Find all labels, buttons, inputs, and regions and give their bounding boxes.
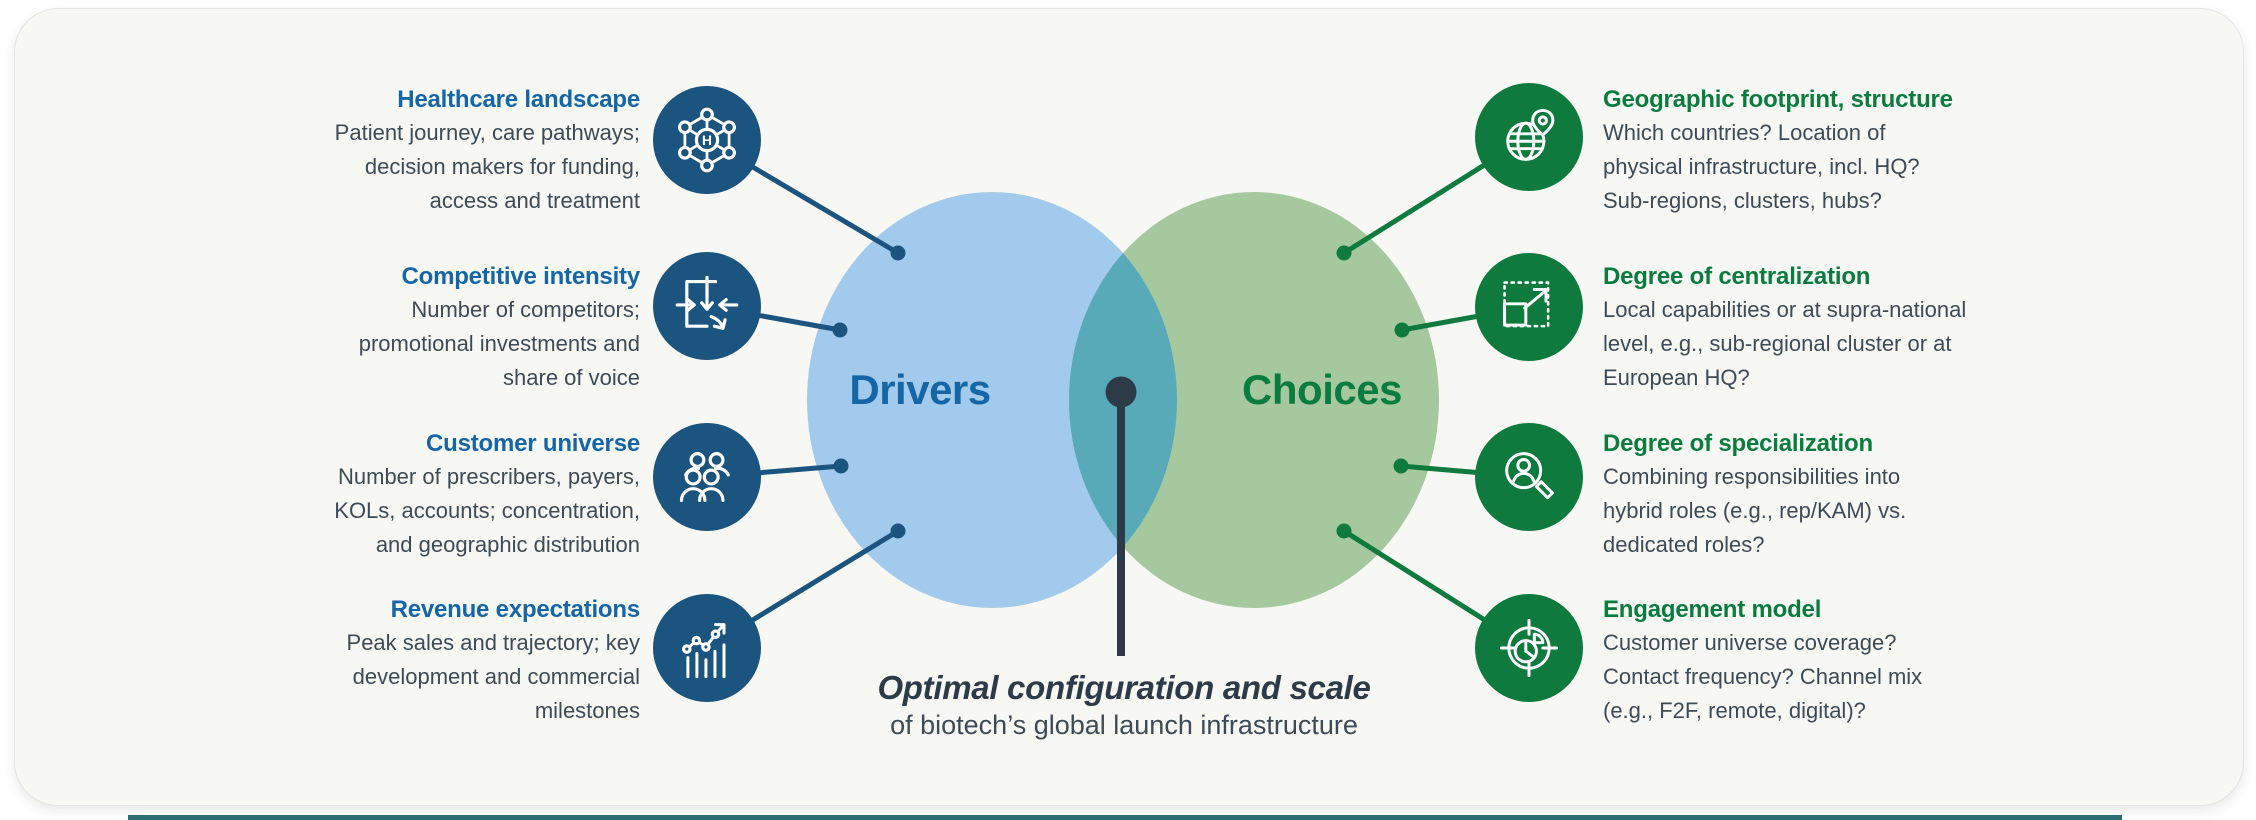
item-line: European HQ? xyxy=(1603,365,1750,390)
item-line: share of voice xyxy=(503,365,640,390)
driver-item-healthcare-landscape: Healthcare landscape Patient journey, ca… xyxy=(110,84,641,218)
item-title: Geographic footprint, structure xyxy=(1603,86,1953,113)
person-magnifier-icon xyxy=(1505,452,1554,500)
item-title: Degree of centralization xyxy=(1603,263,1871,290)
globe-pin-icon xyxy=(1506,108,1555,161)
item-line: Sub-regions, clusters, hubs? xyxy=(1603,188,1882,213)
item-line: Local capabilities or at supra-national xyxy=(1603,297,1967,322)
item-title: Competitive intensity xyxy=(401,263,640,290)
bottom-divider xyxy=(128,815,2122,820)
item-line: Customer universe coverage? xyxy=(1603,630,1897,655)
drivers-circle xyxy=(807,192,1177,608)
centralization-badge xyxy=(1475,253,1583,361)
item-line: Peak sales and trajectory; key xyxy=(346,630,640,655)
item-line: Combining responsibilities into xyxy=(1603,464,1901,489)
item-title: Revenue expectations xyxy=(390,596,641,623)
item-line: milestones xyxy=(534,698,640,723)
specialization-badge xyxy=(1475,423,1583,531)
item-line: Which countries? Location of xyxy=(1603,120,1886,145)
item-line: Contact frequency? Channel mix xyxy=(1603,664,1923,689)
item-line: and geographic distribution xyxy=(375,532,640,557)
item-line: (e.g., F2F, remote, digital)? xyxy=(1603,698,1866,723)
choice-item-degree-of-specialization: Degree of specialization Combining respo… xyxy=(1603,428,2133,562)
choices-circle xyxy=(1069,192,1439,608)
driver-item-revenue-expectations: Revenue expectations Peak sales and traj… xyxy=(110,594,641,728)
people-group-icon xyxy=(679,452,730,502)
growth-chart-icon xyxy=(682,623,726,679)
item-line: hybrid roles (e.g., rep/KAM) vs. xyxy=(1603,498,1907,523)
item-title: Engagement model xyxy=(1603,596,1822,623)
customers-badge xyxy=(653,423,761,531)
choices-label: Choices xyxy=(1242,366,1402,413)
engagement-badge xyxy=(1475,594,1583,702)
competitive-badge xyxy=(653,252,761,360)
item-title: Degree of specialization xyxy=(1603,430,1873,457)
choice-item-geographic-footprint: Geographic footprint, structure Which co… xyxy=(1603,84,2133,218)
right-connector-dots xyxy=(1336,245,1410,539)
item-line: physical infrastructure, incl. HQ? xyxy=(1603,154,1920,179)
healthcare-badge: H xyxy=(653,86,761,194)
network-h-icon: H xyxy=(677,107,737,173)
driver-item-competitive-intensity: Competitive intensity Number of competit… xyxy=(110,261,640,395)
item-line: access and treatment xyxy=(429,188,640,213)
item-line: development and commercial xyxy=(352,664,640,689)
expand-square-icon xyxy=(1503,281,1550,328)
item-line: promotional investments and xyxy=(358,331,640,356)
target-pie-icon xyxy=(1499,618,1559,678)
geographic-badge xyxy=(1475,83,1583,191)
drivers-label: Drivers xyxy=(849,366,991,413)
svg-text:H: H xyxy=(702,132,712,148)
driver-item-customer-universe: Customer universe Number of prescribers,… xyxy=(110,428,640,562)
item-line: KOLs, accounts; concentration, xyxy=(334,498,640,523)
converging-arrows-icon xyxy=(675,275,739,330)
left-connector-dots xyxy=(832,245,906,539)
item-line: Patient journey, care pathways; xyxy=(334,120,640,145)
item-line: level, e.g., sub-regional cluster or at xyxy=(1603,331,1952,356)
item-line: decision makers for funding, xyxy=(364,154,640,179)
center-pin-icon xyxy=(1105,376,1137,656)
revenue-badge xyxy=(653,594,761,702)
item-line: Number of prescribers, payers, xyxy=(338,464,640,489)
center-callout-subtitle: of biotech’s global launch infrastructur… xyxy=(890,710,1358,740)
center-callout-title: Optimal configuration and scale xyxy=(877,669,1371,706)
choice-item-engagement-model: Engagement model Customer universe cover… xyxy=(1603,594,2133,728)
choice-item-degree-of-centralization: Degree of centralization Local capabilit… xyxy=(1603,261,2133,395)
item-line: dedicated roles? xyxy=(1603,532,1765,557)
item-title: Healthcare landscape xyxy=(397,86,640,113)
item-line: Number of competitors; xyxy=(411,297,640,322)
item-title: Customer universe xyxy=(425,430,640,457)
